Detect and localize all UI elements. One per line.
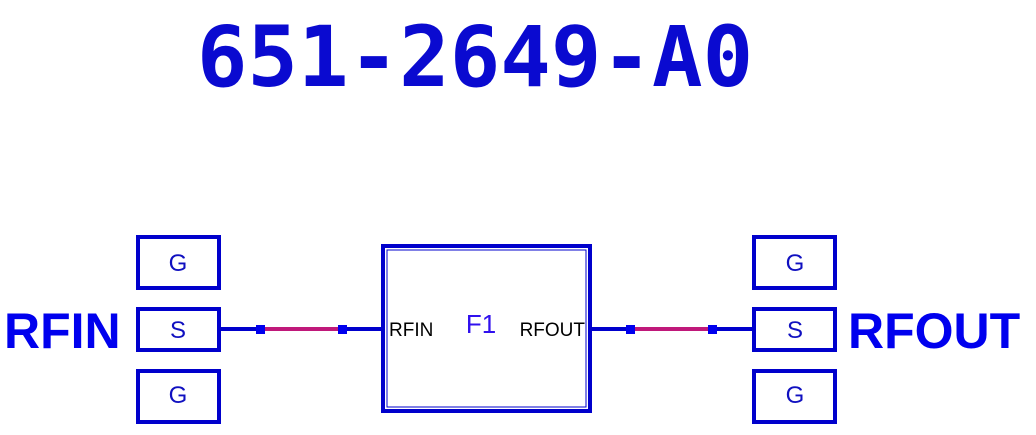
- node-marker: [256, 325, 265, 334]
- left-ground-pad-bottom[interactable]: [136, 369, 221, 424]
- input-port-label: RFIN: [4, 303, 121, 359]
- component-ref-label: F1: [466, 309, 496, 339]
- left-ground-pad-top[interactable]: [136, 235, 221, 290]
- node-marker: [626, 325, 635, 334]
- right-ground-pad-top[interactable]: [752, 235, 837, 290]
- output-port-label: RFOUT: [848, 303, 1020, 359]
- component-f1[interactable]: RFIN F1 RFOUT: [381, 244, 592, 413]
- pin-out-label: RFOUT: [520, 320, 586, 341]
- right-signal-pad[interactable]: [752, 307, 837, 352]
- node-marker: [338, 325, 347, 334]
- part-number-title: 651-2649-A0: [197, 8, 753, 106]
- left-pad-group: G S G: [136, 235, 221, 424]
- left-signal-pad[interactable]: [136, 307, 221, 352]
- pad-label: S: [170, 317, 186, 344]
- pad-label: G: [786, 382, 805, 409]
- pad-label: S: [787, 317, 803, 344]
- node-marker: [708, 325, 717, 334]
- pad-label: G: [169, 250, 188, 277]
- pin-in-label: RFIN: [389, 320, 433, 341]
- pad-label: G: [169, 382, 188, 409]
- pad-label: G: [786, 250, 805, 277]
- right-pad-group: G S G: [752, 235, 837, 424]
- right-ground-pad-bottom[interactable]: [752, 369, 837, 424]
